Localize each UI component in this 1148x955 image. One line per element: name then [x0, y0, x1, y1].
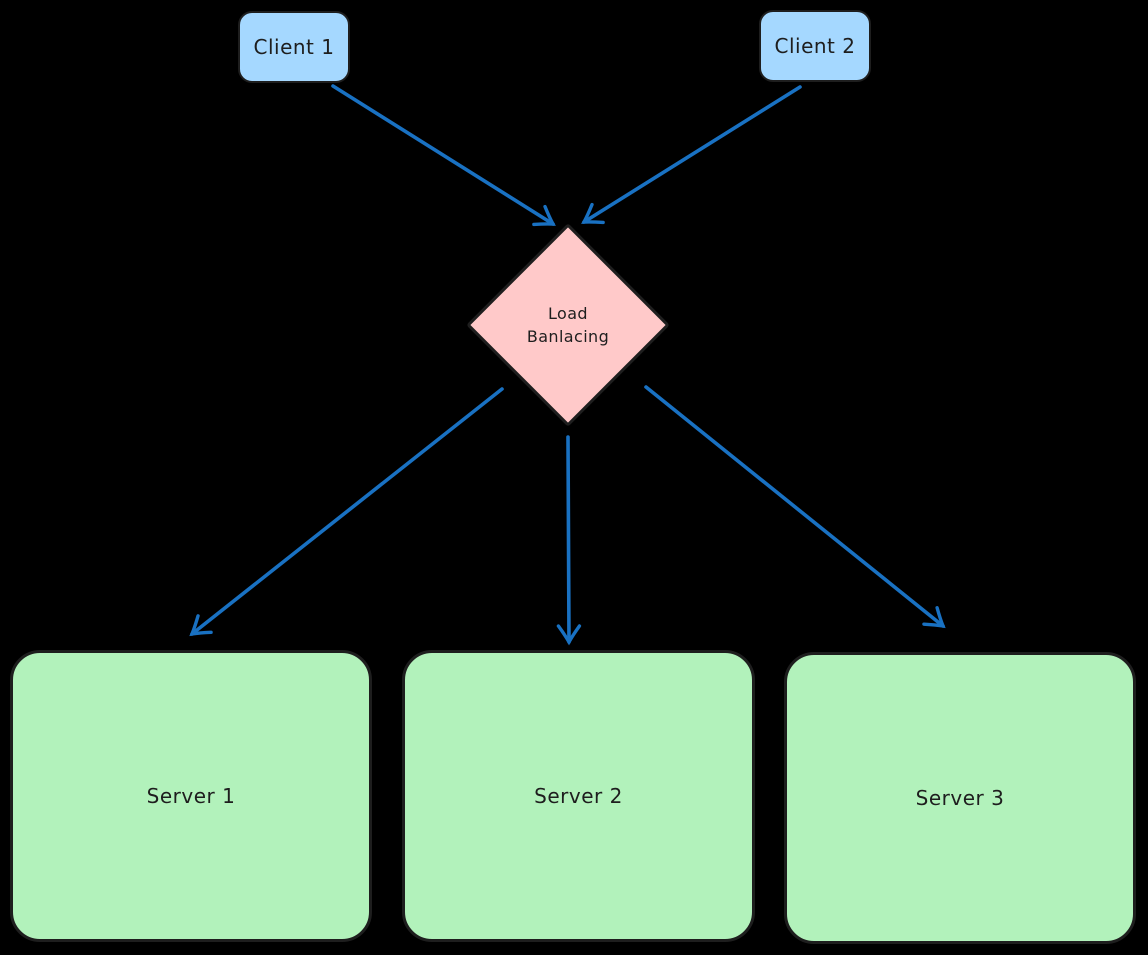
arrow-loadbalancer-to-server1	[189, 387, 504, 637]
arrow-loadbalancer-to-server3	[644, 385, 946, 629]
load-balancer-node: Load Banlacing	[466, 223, 670, 427]
arrow-loadbalancer-to-server2	[556, 435, 582, 646]
client-1-label: Client 1	[253, 35, 335, 59]
server-1-label: Server 1	[146, 784, 236, 808]
load-balancer-label-line2: Banlacing	[526, 327, 610, 346]
server-3-node: Server 3	[784, 652, 1136, 944]
arrow-client1-to-loadbalancer	[331, 84, 556, 227]
client-2-node: Client 2	[759, 10, 871, 82]
server-2-node: Server 2	[402, 650, 755, 942]
load-balancer-label: Load Banlacing	[527, 302, 609, 348]
server-2-label: Server 2	[534, 784, 623, 808]
server-3-label: Server 3	[915, 786, 1005, 810]
client-2-label: Client 2	[774, 34, 856, 58]
client-1-node: Client 1	[238, 11, 350, 83]
load-balancer-label-line1: Load	[548, 303, 588, 323]
server-1-node: Server 1	[10, 650, 372, 942]
arrow-client2-to-loadbalancer	[581, 85, 802, 225]
